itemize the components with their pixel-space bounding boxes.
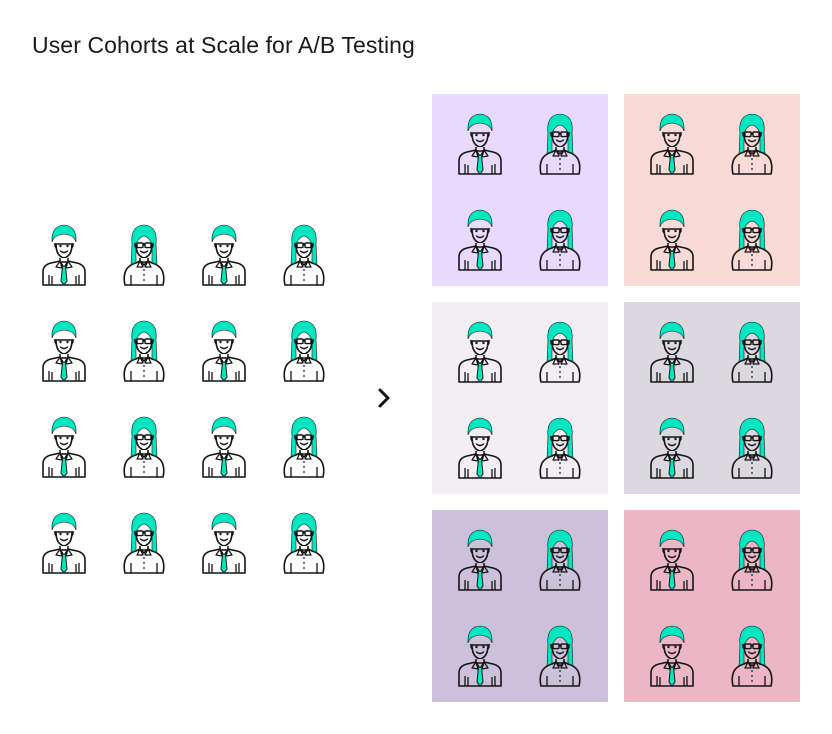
woman-avatar-icon [281,222,327,286]
cohort-6 [624,510,800,702]
man-avatar-icon [649,111,695,175]
diagram-title: User Cohorts at Scale for A/B Testing [32,32,415,58]
man-avatar-icon [457,319,503,383]
woman-avatar-icon [729,111,775,175]
man-avatar-icon [201,318,247,382]
cohort-5 [432,510,608,702]
man-avatar-icon [41,414,87,478]
man-avatar-icon [41,510,87,574]
man-avatar-icon [41,318,87,382]
cohort-2 [624,94,800,286]
woman-avatar-icon [537,527,583,591]
cohort-4 [624,302,800,494]
man-avatar-icon [457,207,503,271]
woman-avatar-icon [537,415,583,479]
woman-avatar-icon [281,318,327,382]
man-avatar-icon [457,623,503,687]
cohort-3 [432,302,608,494]
woman-avatar-icon [281,510,327,574]
woman-avatar-icon [121,318,167,382]
man-avatar-icon [41,222,87,286]
woman-avatar-icon [729,527,775,591]
man-avatar-icon [201,222,247,286]
woman-avatar-icon [121,414,167,478]
man-avatar-icon [457,527,503,591]
woman-avatar-icon [121,222,167,286]
man-avatar-icon [457,111,503,175]
man-avatar-icon [457,415,503,479]
man-avatar-icon [649,319,695,383]
man-avatar-icon [649,207,695,271]
man-avatar-icon [201,414,247,478]
woman-avatar-icon [537,319,583,383]
man-avatar-icon [649,415,695,479]
cohort-1 [432,94,608,286]
woman-avatar-icon [729,415,775,479]
woman-avatar-icon [121,510,167,574]
woman-avatar-icon [281,414,327,478]
woman-avatar-icon [537,623,583,687]
woman-avatar-icon [537,207,583,271]
woman-avatar-icon [729,623,775,687]
woman-avatar-icon [537,111,583,175]
woman-avatar-icon [729,319,775,383]
man-avatar-icon [201,510,247,574]
woman-avatar-icon [729,207,775,271]
chevron-right-icon [378,388,390,408]
man-avatar-icon [649,623,695,687]
man-avatar-icon [649,527,695,591]
